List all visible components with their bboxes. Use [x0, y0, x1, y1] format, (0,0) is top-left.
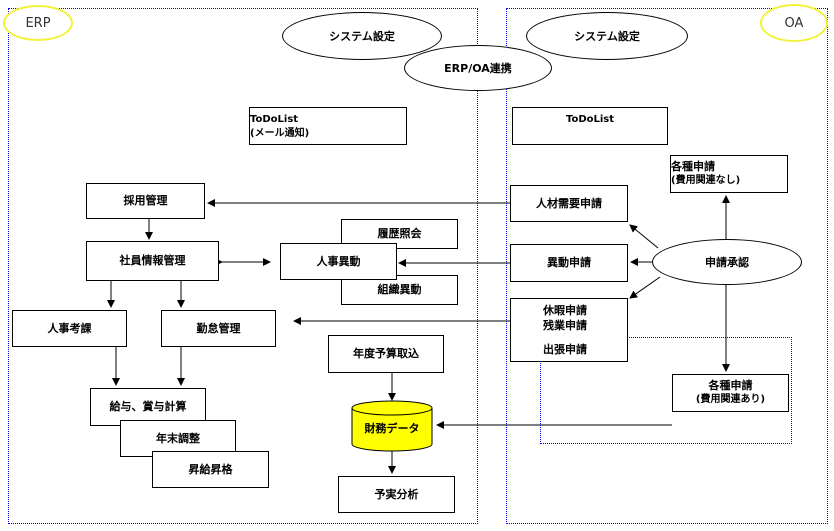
oa-system-settings: システム設定	[526, 12, 688, 60]
payroll-box: 給与、賞与計算	[90, 388, 206, 426]
hr-evaluation-box: 人事考課	[12, 310, 127, 347]
attendance-box: 勤怠管理	[161, 310, 276, 347]
hr-transfer-box: 人事異動	[280, 243, 397, 280]
oa-todo-list: ToDoList	[512, 107, 668, 145]
annual-budget-box: 年度予算取込	[328, 335, 444, 373]
oa-panel	[506, 8, 828, 524]
various-cost-box: 各種申請 (費用関連あり)	[672, 374, 789, 412]
year-end-box: 年末調整	[120, 420, 236, 457]
org-transfer-box: 組織異動	[341, 275, 458, 305]
business-trip-region	[540, 337, 792, 444]
arrow-approval-to-staffing	[629, 224, 659, 249]
employee-info-box: 社員情報管理	[86, 241, 219, 281]
financial-data-cylinder	[351, 400, 433, 452]
financial-data-label: 財務データ	[364, 422, 420, 435]
erp-todo-list: ToDoList (メール通知)	[249, 107, 407, 145]
approval-node: 申請承認	[652, 239, 802, 285]
promotion-box: 昇給昇格	[152, 451, 269, 488]
arrow-approval-to-leave	[629, 276, 661, 299]
oa-label: OA	[760, 4, 828, 42]
erp-oa-link: ERP/OA連携	[404, 45, 552, 91]
erp-label: ERP	[3, 5, 73, 41]
various-no-cost-box: 各種申請 (費用関連なし)	[670, 155, 788, 193]
budget-analysis-box: 予実分析	[338, 476, 455, 513]
erp-system-settings: システム設定	[282, 12, 442, 60]
business-trip-label: 出張申請	[543, 343, 587, 356]
staffing-request-box: 人材需要申請	[510, 185, 628, 222]
transfer-request-box: 異動申請	[510, 244, 628, 282]
recruitment-box: 採用管理	[86, 183, 205, 219]
leave-request-box: 休暇申請 残業申請 出張申請	[510, 298, 628, 362]
erp-panel	[8, 8, 478, 524]
